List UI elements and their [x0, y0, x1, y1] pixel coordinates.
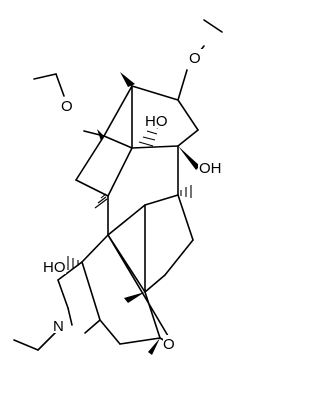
bond: [99, 319, 121, 345]
atom-oh-top: HO: [143, 112, 168, 130]
bond: [57, 261, 83, 281]
bond: [119, 337, 161, 345]
bond: [37, 329, 59, 351]
svg-text:O: O: [163, 336, 175, 353]
atom-o-methoxy-left: O: [60, 97, 73, 115]
n-ethyl: [13, 329, 59, 351]
bond: [177, 99, 199, 131]
bond: [107, 147, 133, 197]
svg-text:OH: OH: [199, 160, 222, 177]
bond: [67, 307, 73, 326]
atom-o-epoxide: O: [163, 335, 176, 353]
ring-lower: [57, 261, 175, 347]
wedge-bond-oh-right: [178, 146, 200, 170]
atom-o-methoxy-right: O: [189, 49, 203, 67]
ring-middle: [75, 135, 194, 347]
bond: [144, 291, 161, 339]
atom-oh-right: OH: [198, 159, 222, 177]
bond: [131, 85, 179, 101]
bond: [177, 69, 188, 101]
bond: [177, 194, 194, 241]
bond: [107, 204, 146, 236]
bond: [33, 73, 57, 80]
bond: [107, 234, 175, 347]
bond: [203, 19, 223, 33]
bond: [164, 239, 194, 276]
bond: [55, 73, 65, 97]
bond: [81, 234, 109, 263]
wedge-bond-h-top: [120, 72, 135, 87]
bond: [84, 319, 101, 334]
bond: [177, 129, 199, 147]
svg-text:N: N: [53, 318, 64, 335]
bond: [13, 339, 39, 351]
bond: [144, 274, 166, 293]
ring-upper: [103, 85, 199, 149]
svg-text:HO: HO: [145, 113, 168, 130]
bond: [144, 194, 179, 206]
bond: [103, 85, 133, 137]
svg-text:O: O: [61, 98, 73, 115]
atom-nitrogen: N: [52, 317, 65, 335]
molecule-diagram: O O HO OH HO N O: [13, 19, 223, 355]
bond: [81, 261, 101, 321]
wedge-bond-epoxide: [148, 338, 160, 355]
bond: [57, 279, 69, 309]
atom-oh-left: HO: [42, 258, 66, 276]
svg-text:O: O: [189, 50, 201, 67]
bond: [103, 135, 133, 149]
hash-bond-h-right: [180, 185, 192, 198]
hash-bond-h-left: [94, 193, 108, 209]
bond: [75, 179, 109, 197]
wedge-bond-h-lower: [124, 292, 145, 303]
bond: [75, 135, 105, 181]
bond: [131, 145, 179, 149]
svg-text:HO: HO: [43, 259, 66, 276]
structure-canvas: O O HO OH HO N O: [13, 19, 223, 355]
